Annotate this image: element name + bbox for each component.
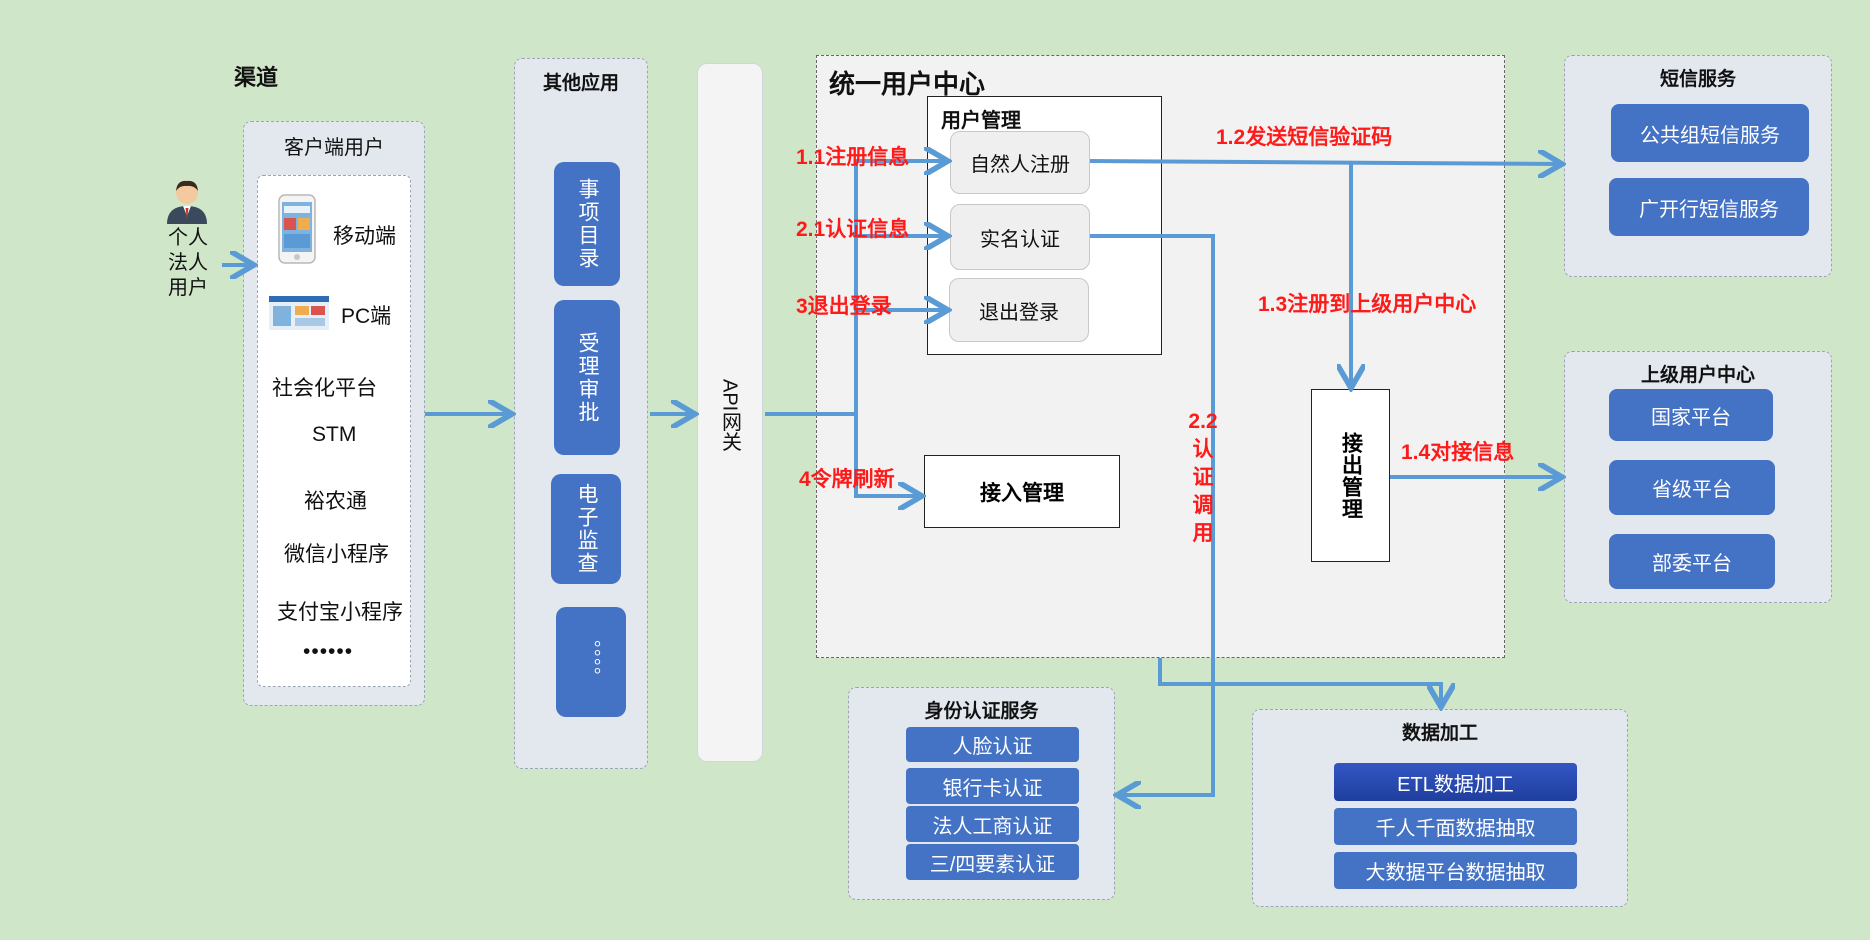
channel-pc: PC端 — [341, 305, 392, 328]
three-four-factor-auth-button[interactable]: 三/四要素认证 — [906, 844, 1079, 880]
personalized-extraction-button[interactable]: 千人千面数据抽取 — [1334, 808, 1577, 845]
export-management-box[interactable]: 接出管理 — [1311, 389, 1390, 562]
user-center-title: 统一用户中心 — [829, 69, 986, 99]
flow-label-2-2: 2.2认证调用 — [1188, 410, 1218, 545]
channel-alipay-miniprogram: 支付宝小程序 — [277, 601, 403, 624]
channels-title: 渠道 — [234, 65, 279, 90]
arrow-gateway-to-register — [765, 161, 946, 416]
other-apps-title: 其他应用 — [542, 73, 619, 94]
upper-user-center-title: 上级用户中心 — [1640, 365, 1755, 386]
flow-label-1-1: 1.1注册信息 — [796, 146, 910, 169]
pc-screen-icon — [269, 296, 329, 330]
flow-label-1-2: 1.2发送短信验证码 — [1216, 126, 1393, 149]
provincial-platform-button[interactable]: 省级平台 — [1609, 460, 1775, 515]
bigdata-extraction-button[interactable]: 大数据平台数据抽取 — [1334, 852, 1577, 889]
channel-mobile: 移动端 — [333, 225, 396, 248]
flow-label-1-3: 1.3注册到上级用户中心 — [1258, 293, 1477, 316]
arrow-gateway-to-access — [854, 414, 920, 496]
channel-wechat-miniprogram: 微信小程序 — [284, 543, 389, 566]
api-gateway[interactable] — [697, 63, 763, 762]
channel-more: •••••• — [303, 640, 354, 663]
api-gateway-label: API网关 — [718, 378, 741, 452]
app-acceptance-approval[interactable]: 受理审批 — [554, 300, 620, 455]
data-processing-title: 数据加工 — [1401, 723, 1478, 744]
channel-stm: STM — [312, 423, 357, 446]
mobile-device-icon — [278, 194, 316, 264]
sms-public-group-button[interactable]: 公共组短信服务 — [1611, 104, 1809, 162]
arrow-center-to-dataproc — [1158, 658, 1441, 705]
bank-card-auth-button[interactable]: 银行卡认证 — [906, 768, 1079, 804]
flow-label-1-4: 1.4对接信息 — [1401, 441, 1515, 464]
channel-social-platform: 社会化平台 — [272, 377, 377, 400]
sms-service-title: 短信服务 — [1659, 69, 1736, 90]
arrow-register-to-sms — [1089, 161, 1560, 164]
real-name-auth-button[interactable]: 实名认证 — [950, 204, 1090, 270]
flow-label-4: 4令牌刷新 — [799, 468, 895, 491]
app-e-supervision[interactable]: 电子监查 — [551, 474, 621, 584]
ministry-platform-button[interactable]: 部委平台 — [1609, 534, 1775, 589]
channel-yunongtong: 裕农通 — [304, 490, 367, 513]
logout-button[interactable]: 退出登录 — [949, 278, 1089, 342]
app-more[interactable]: 。。。。 — [556, 607, 626, 717]
flow-label-3: 3退出登录 — [796, 295, 892, 318]
app-matter-catalog[interactable]: 事项目录 — [554, 162, 620, 286]
legal-person-business-auth-button[interactable]: 法人工商认证 — [906, 806, 1079, 842]
face-auth-button[interactable]: 人脸认证 — [906, 727, 1079, 762]
user-type-label: 个人 法人 用户 — [168, 227, 208, 299]
etl-processing-button[interactable]: ETL数据加工 — [1334, 763, 1577, 801]
arrow-realname-to-identity — [1090, 234, 1215, 795]
identity-auth-title: 身份认证服务 — [924, 701, 1039, 722]
flow-label-2-1: 2.1认证信息 — [796, 218, 910, 241]
user-management-title: 用户管理 — [941, 110, 1021, 132]
national-platform-button[interactable]: 国家平台 — [1609, 389, 1773, 441]
natural-person-register-button[interactable]: 自然人注册 — [950, 131, 1090, 194]
person-icon — [164, 176, 210, 224]
sms-guangkaixing-button[interactable]: 广开行短信服务 — [1609, 178, 1809, 236]
sms-service-panel — [1564, 55, 1832, 277]
client-users-title: 客户端用户 — [284, 137, 384, 159]
